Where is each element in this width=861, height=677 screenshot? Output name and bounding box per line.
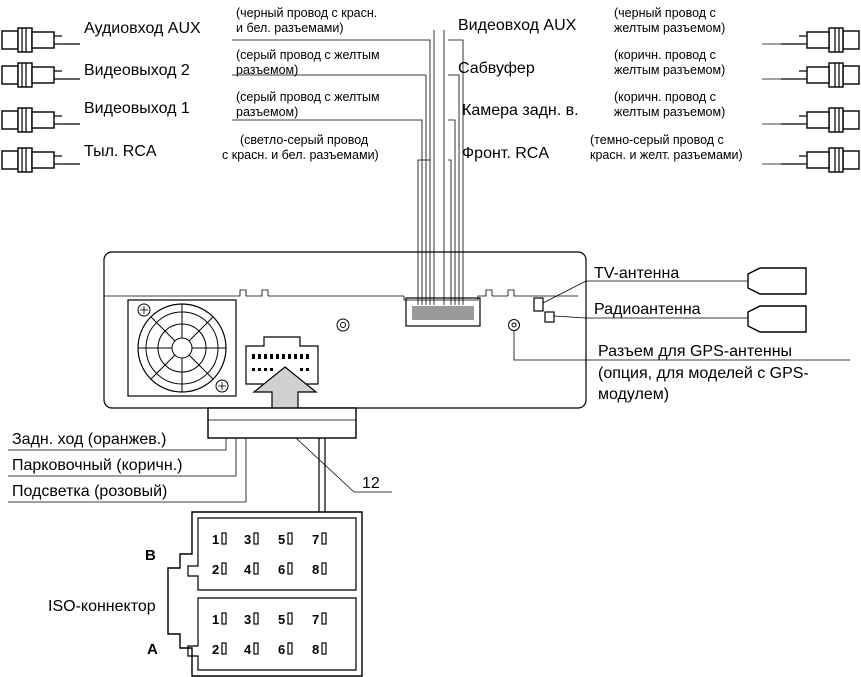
harness-wires — [8, 437, 392, 512]
label-video-out-1: Видеовыход 1 — [84, 100, 190, 117]
iso-block-a — [187, 597, 357, 671]
label-video-out-2: Видеовыход 2 — [84, 62, 190, 79]
label-gps-antenna-3: модулем) — [598, 386, 669, 403]
label-gps-antenna-2: (опция, для моделей с GPS- — [598, 365, 809, 382]
note-video-out-1-2: разъемом) — [236, 105, 298, 119]
note-front-rca-2: красн. и желт. разъемами) — [590, 148, 743, 162]
note-subwoofer-1: (коричн. провод с — [614, 48, 716, 62]
pin-b-3: 3 — [244, 532, 251, 547]
rca-left-group — [1, 27, 80, 173]
label-tv-antenna: TV-антенна — [594, 265, 679, 282]
iso-connector-label: ISO-коннектор — [48, 598, 156, 615]
rca-left-labels: Аудиовход AUX (черный провод с красн. и … — [84, 6, 380, 162]
gps-socket-icon — [508, 319, 850, 361]
note-video-out-2-2: разъемом) — [236, 63, 298, 77]
cable-socket — [405, 297, 481, 327]
cable-socket-inner — [412, 306, 474, 320]
label-parking-wire: Парковочный (коричн.) — [12, 457, 182, 474]
antenna-sockets — [533, 267, 807, 333]
pin-a-6: 6 — [278, 642, 285, 657]
note-subwoofer-2: желтым разъемом) — [614, 63, 725, 77]
tv-antenna-plug-icon — [747, 267, 807, 295]
rca-right-labels: Видеовход AUX (черный провод с желтым ра… — [458, 6, 743, 162]
pin-b-4: 4 — [244, 562, 252, 577]
note-front-rca-1: (темно-серый провод с — [590, 133, 724, 147]
rca-plug-video-out-2 — [1, 62, 80, 88]
label-rear-rca: Тыл. RCA — [84, 143, 157, 160]
note-rear-rca-1: (светло-серый провод — [240, 133, 369, 147]
fan-icon — [127, 299, 237, 397]
label-front-rca: Фронт. RCA — [462, 145, 549, 162]
label-illumination-wire: Подсветка (розовый) — [12, 483, 167, 500]
rca-plug-rear-camera — [781, 107, 860, 133]
note-aux-video-in-2: желтым разъемом) — [614, 21, 725, 35]
label-subwoofer: Сабвуфер — [458, 60, 535, 77]
note-rear-camera-2: желтым разъемом) — [614, 105, 725, 119]
pin-b-5: 5 — [278, 532, 285, 547]
callout-number: 12 — [362, 475, 380, 492]
pin-a-2: 2 — [212, 642, 219, 657]
label-aux-video-in: Видеовход AUX — [458, 17, 577, 34]
label-radio-antenna: Радиоантенна — [594, 301, 701, 318]
iso-a-pins: 1 3 5 7 2 4 6 8 — [212, 612, 327, 657]
pin-b-6: 6 — [278, 562, 285, 577]
iso-block-a-label: A — [147, 641, 158, 658]
radio-antenna-plug-icon — [747, 305, 807, 333]
rca-plug-aux-audio-in — [1, 27, 80, 53]
pin-a-3: 3 — [244, 612, 251, 627]
label-aux-audio-in: Аудиовход AUX — [84, 20, 201, 37]
head-unit — [103, 251, 587, 409]
note-video-out-1-1: (серый провод с желтым — [236, 90, 380, 104]
cable-bundle — [232, 30, 464, 305]
note-aux-video-in-1: (черный провод с — [614, 6, 716, 20]
pin-a-5: 5 — [278, 612, 285, 627]
pin-b-7: 7 — [312, 532, 319, 547]
harness-plug — [207, 407, 357, 439]
iso-connector — [167, 511, 363, 677]
fan-screw-top-icon — [137, 303, 151, 317]
pin-a-1: 1 — [212, 612, 219, 627]
mount-screw-icon — [336, 318, 350, 332]
label-reverse-wire: Задн. ход (оранжев.) — [12, 431, 167, 448]
iso-b-pins: 1 3 5 7 2 4 6 8 — [212, 532, 327, 577]
rca-plug-aux-video-in — [781, 27, 860, 53]
rca-plug-front-rca — [781, 147, 860, 173]
rca-plug-video-out-1 — [1, 107, 80, 133]
label-gps-antenna-1: Разъем для GPS-антенны — [598, 343, 792, 360]
note-aux-audio-in-1: (черный провод с красн. — [236, 6, 377, 20]
label-rear-camera: Камера задн. в. — [462, 102, 579, 119]
pin-b-8: 8 — [312, 562, 319, 577]
pin-a-8: 8 — [312, 642, 319, 657]
pin-b-2: 2 — [212, 562, 219, 577]
note-video-out-2-1: (серый провод с желтым — [236, 48, 380, 62]
fan-screw-bottom-icon — [215, 379, 229, 393]
pin-a-4: 4 — [244, 642, 252, 657]
iso-block-b — [187, 517, 357, 591]
note-rear-rca-2: с красн. и бел. разъемами) — [222, 148, 379, 162]
rca-plug-subwoofer — [781, 62, 860, 88]
pin-b-1: 1 — [212, 532, 219, 547]
pin-a-7: 7 — [312, 612, 319, 627]
note-aux-audio-in-2: и бел. разъемами) — [236, 21, 344, 35]
rca-plug-rear-rca — [1, 147, 80, 173]
note-rear-camera-1: (коричн. провод с — [614, 90, 716, 104]
rca-right-group — [762, 27, 860, 173]
iso-block-b-label: B — [145, 547, 156, 564]
